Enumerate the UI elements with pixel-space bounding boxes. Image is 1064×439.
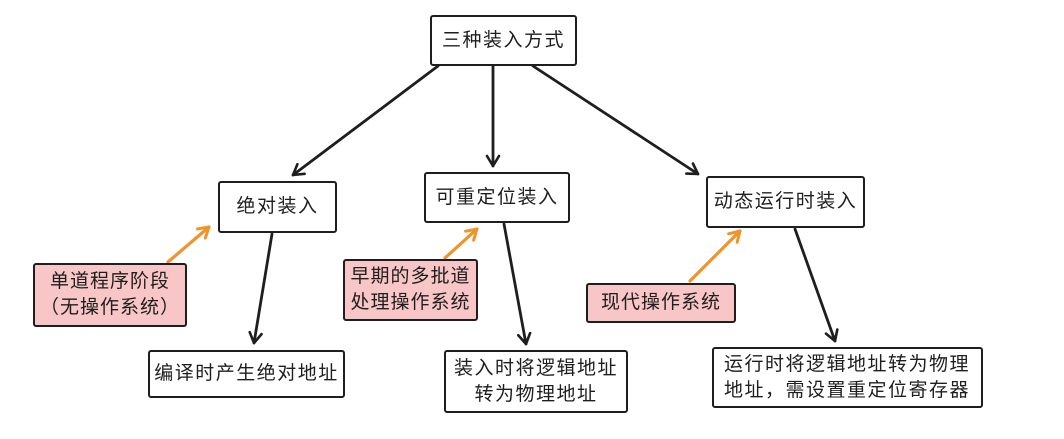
edge-annotation-to-dynamic-runtime [688,229,742,283]
edge-annotation-to-relocatable [443,227,479,260]
edge-root-to-dynamic-runtime [531,64,700,176]
annotation-single-program-era: 单道程序阶段 （无操作系统） [33,263,187,327]
edge-annotation-to-absolute [166,225,211,264]
edge-root-to-absolute [291,64,440,177]
detail-dynamic-runtime-loading: 运行时将逻辑地址转为物理 地址，需设置重定位寄存器 [712,347,983,408]
annotation-early-batch-os: 早期的多批道 处理操作系统 [343,259,478,321]
edge-absolute-to-detail [248,232,274,345]
annotation-modern-os: 现代操作系统 [586,283,736,323]
node-relocatable-loading: 可重定位装入 [424,172,570,223]
node-dynamic-runtime-loading: 动态运行时装入 [706,176,865,228]
edge-dynamic-runtime-to-detail [793,227,839,343]
node-absolute-loading: 绝对装入 [218,181,337,233]
edge-relocatable-to-detail [502,222,532,346]
node-loading-methods-root: 三种装入方式 [430,15,577,66]
detail-absolute-loading: 编译时产生绝对地址 [148,350,345,398]
detail-relocatable-loading: 装入时将逻辑地址 转为物理地址 [444,350,628,413]
